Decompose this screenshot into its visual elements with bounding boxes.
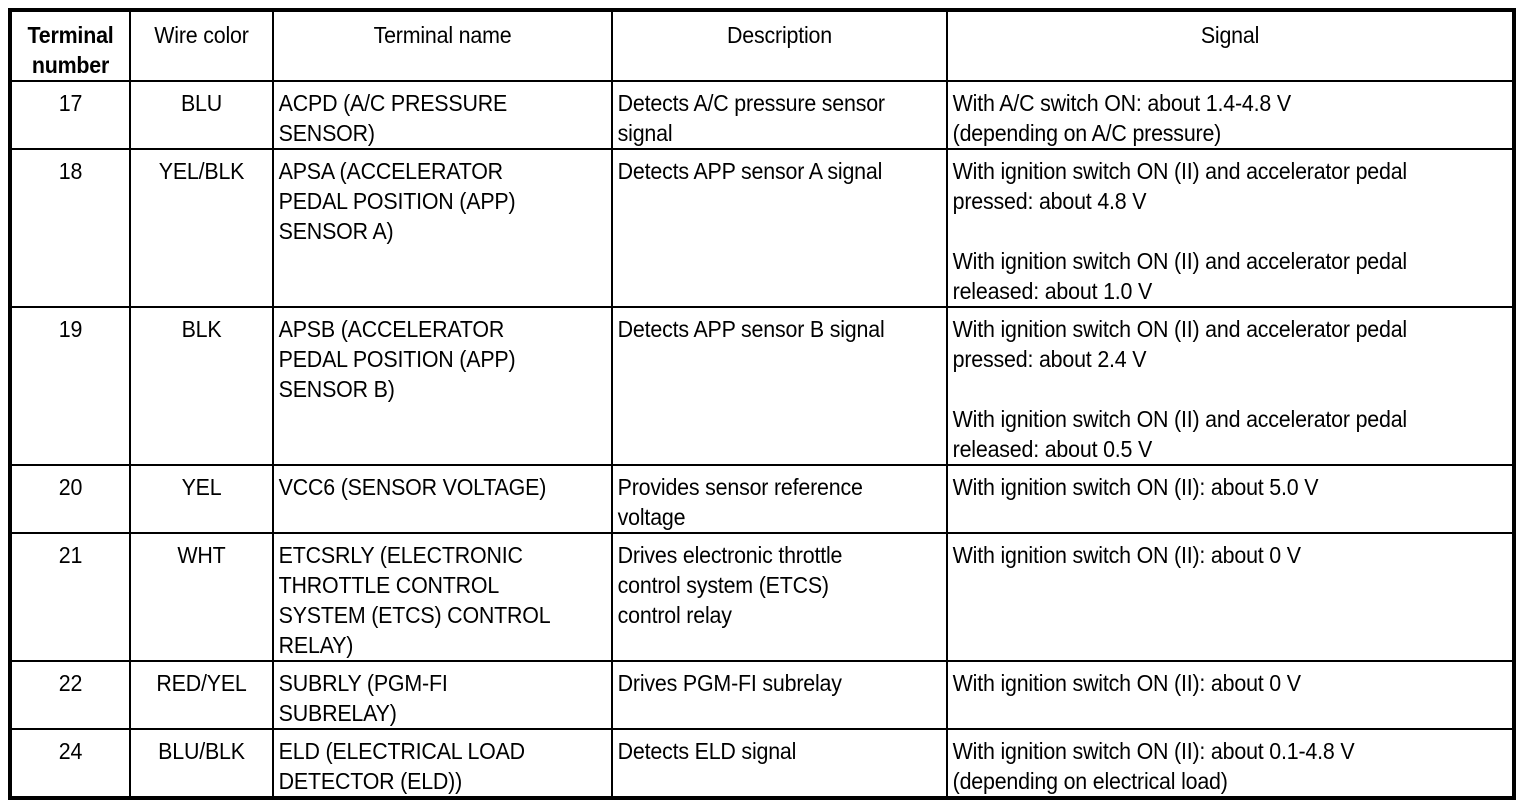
cell-wire-color: WHT xyxy=(129,532,274,662)
cell-terminal-number: 17 xyxy=(9,80,131,150)
table-body: 17 BLU ACPD (A/C PRESSURE SENSOR) Detect… xyxy=(9,80,1515,799)
table-row: 19 BLK APSB (ACCELERATOR PEDAL POSITION … xyxy=(9,306,1515,466)
cell-wire-color: YEL xyxy=(129,464,274,534)
cell-wire-color: BLU/BLK xyxy=(129,728,274,799)
cell-wire-color: RED/YEL xyxy=(129,660,274,730)
cell-wire-color: YEL/BLK xyxy=(129,148,274,308)
cell-terminal-number: 24 xyxy=(9,728,131,799)
cell-terminal-name: ACPD (A/C PRESSURE SENSOR) xyxy=(272,80,613,150)
cell-wire-color: BLU xyxy=(129,80,274,150)
cell-description: Drives PGM-FI subrelay xyxy=(611,660,948,730)
cell-description: Detects APP sensor A signal xyxy=(611,148,948,308)
cell-terminal-name: SUBRLY (PGM-FI SUBRELAY) xyxy=(272,660,613,730)
table-row: 21 WHT ETCSRLY (ELECTRONIC THROTTLE CONT… xyxy=(9,532,1515,662)
table-row: 20 YEL VCC6 (SENSOR VOLTAGE) Provides se… xyxy=(9,464,1515,534)
cell-terminal-number: 18 xyxy=(9,148,131,308)
cell-signal: With ignition switch ON (II): about 0 V xyxy=(946,532,1515,662)
table-row: 24 BLU/BLK ELD (ELECTRICAL LOAD DETECTOR… xyxy=(9,728,1515,799)
cell-description: Drives electronic throttle control syste… xyxy=(611,532,948,662)
table-row: 17 BLU ACPD (A/C PRESSURE SENSOR) Detect… xyxy=(9,80,1515,150)
cell-signal: With ignition switch ON (II): about 5.0 … xyxy=(946,464,1515,534)
column-header-description: Description xyxy=(611,9,948,82)
column-header-wire-color: Wire color xyxy=(129,9,274,82)
cell-description: Detects ELD signal xyxy=(611,728,948,799)
cell-terminal-name: APSB (ACCELERATOR PEDAL POSITION (APP) S… xyxy=(272,306,613,466)
cell-signal: With ignition switch ON (II): about 0.1-… xyxy=(946,728,1515,799)
ecm-terminal-table: Terminal number Wire color Terminal name… xyxy=(8,8,1516,800)
cell-terminal-name: ETCSRLY (ELECTRONIC THROTTLE CONTROL SYS… xyxy=(272,532,613,662)
cell-description: Provides sensor reference voltage xyxy=(611,464,948,534)
header-row: Terminal number Wire color Terminal name… xyxy=(9,9,1515,82)
cell-terminal-number: 21 xyxy=(9,532,131,662)
cell-signal: With ignition switch ON (II) and acceler… xyxy=(946,148,1515,308)
table-row: 22 RED/YEL SUBRLY (PGM-FI SUBRELAY) Driv… xyxy=(9,660,1515,730)
table-row: 18 YEL/BLK APSA (ACCELERATOR PEDAL POSIT… xyxy=(9,148,1515,308)
terminal-spec-sheet: Terminal number Wire color Terminal name… xyxy=(8,8,1516,800)
cell-signal: With ignition switch ON (II): about 0 V xyxy=(946,660,1515,730)
column-header-terminal-number: Terminal number xyxy=(9,9,131,82)
cell-description: Detects APP sensor B signal xyxy=(611,306,948,466)
cell-terminal-name: ELD (ELECTRICAL LOAD DETECTOR (ELD)) xyxy=(272,728,613,799)
cell-terminal-number: 19 xyxy=(9,306,131,466)
cell-terminal-name: APSA (ACCELERATOR PEDAL POSITION (APP) S… xyxy=(272,148,613,308)
cell-description: Detects A/C pressure sensor signal xyxy=(611,80,948,150)
cell-wire-color: BLK xyxy=(129,306,274,466)
cell-signal: With ignition switch ON (II) and acceler… xyxy=(946,306,1515,466)
cell-signal: With A/C switch ON: about 1.4-4.8 V (dep… xyxy=(946,80,1515,150)
cell-terminal-number: 20 xyxy=(9,464,131,534)
cell-terminal-number: 22 xyxy=(9,660,131,730)
column-header-signal: Signal xyxy=(946,9,1515,82)
column-header-terminal-name: Terminal name xyxy=(272,9,613,82)
cell-terminal-name: VCC6 (SENSOR VOLTAGE) xyxy=(272,464,613,534)
table-header: Terminal number Wire color Terminal name… xyxy=(9,9,1515,82)
